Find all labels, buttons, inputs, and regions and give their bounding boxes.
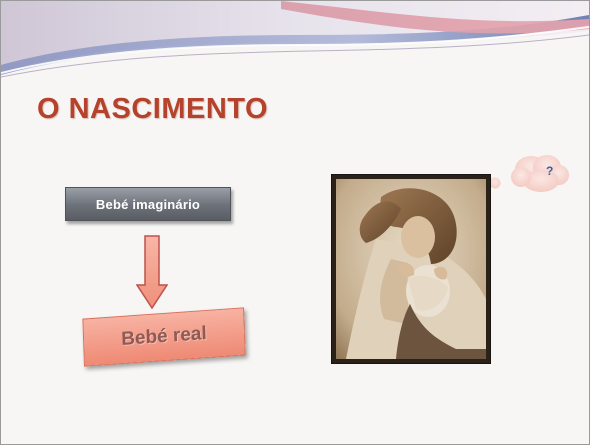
thought-question-mark: ? xyxy=(546,164,554,178)
slide-title: O NASCIMENTO xyxy=(37,93,269,125)
sepia-photo-girl-icon xyxy=(336,179,486,359)
photo-frame xyxy=(331,174,491,364)
down-arrow-icon xyxy=(136,235,168,309)
thought-cloud xyxy=(478,155,569,193)
decorative-banner xyxy=(1,1,589,81)
real-baby-label: Bebé real xyxy=(120,323,208,350)
imaginary-baby-box: Bebé imaginário xyxy=(65,187,231,221)
real-baby-box: Bebé real xyxy=(82,307,246,367)
imaginary-baby-label: Bebé imaginário xyxy=(95,196,201,212)
